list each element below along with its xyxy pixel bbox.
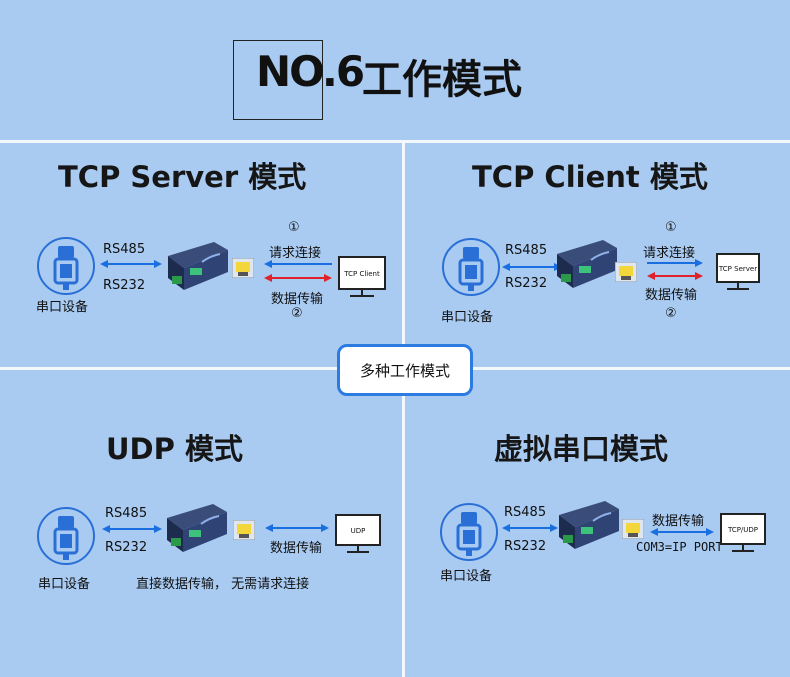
monitor-label: TCP Client [343, 270, 380, 278]
serial-device-icon [439, 502, 499, 562]
rs485-label: RS485 [103, 242, 146, 257]
step-2-marker: ② [665, 306, 677, 321]
serial-link-arrow [502, 524, 558, 532]
udp-note: 直接数据传输， 无需请求连接 [136, 577, 310, 592]
ethernet-port-icon [233, 520, 255, 540]
monitor-label: TCP Server [718, 265, 757, 273]
data-transfer-label: 数据传输 [652, 514, 705, 529]
serial-server-device [166, 503, 228, 553]
com-mapping-label: COM3=IP PORT [636, 540, 723, 554]
request-and-data-arrows [647, 259, 703, 280]
data-transfer-label: 数据传输 [270, 541, 323, 556]
serial-server-device [558, 500, 620, 550]
serial-link-arrow [100, 260, 162, 268]
udp-title: UDP 模式 [106, 432, 243, 466]
rs232-label: RS232 [103, 278, 146, 293]
ethernet-port-icon [622, 519, 644, 539]
rs485-label: RS485 [504, 505, 547, 520]
serial-link-arrow [102, 525, 162, 533]
monitor-icon: UDP [335, 514, 381, 553]
rs232-label: RS232 [504, 539, 547, 554]
serial-device-label: 串口设备 [441, 310, 494, 325]
serial-device-label: 串口设备 [38, 577, 91, 592]
serial-link-arrow [502, 263, 562, 271]
monitor-label: TCP/UDP [727, 526, 758, 534]
tcp-server-title: TCP Server 模式 [58, 160, 307, 194]
rs485-label: RS485 [105, 506, 148, 521]
serial-server-device [167, 241, 229, 291]
vertical-divider [402, 140, 405, 677]
monitor-label: UDP [351, 527, 366, 535]
serial-device-label: 串口设备 [36, 300, 89, 315]
step-1-marker: ① [288, 220, 300, 235]
top-divider [0, 140, 790, 143]
serial-device-icon [36, 506, 96, 566]
monitor-icon: TCP Client [338, 256, 386, 297]
ethernet-port-icon [232, 258, 254, 278]
serial-device-icon [36, 236, 96, 296]
request-connection-label: 请求连接 [643, 246, 696, 261]
section-number: NO.6 [256, 47, 365, 96]
ethernet-port-icon [615, 262, 637, 282]
title-frame [233, 40, 323, 120]
data-link-arrow [650, 528, 714, 536]
tcp-client-title: TCP Client 模式 [472, 160, 708, 194]
monitor-icon: TCP/UDP [720, 513, 766, 552]
serial-server-device [556, 239, 618, 289]
virtual-serial-title: 虚拟串口模式 [494, 432, 669, 466]
data-link-arrow [265, 524, 329, 532]
rs232-label: RS232 [105, 540, 148, 555]
serial-device-icon [441, 237, 501, 297]
multi-mode-badge: 多种工作模式 [337, 344, 473, 396]
rs485-label: RS485 [505, 243, 548, 258]
data-transfer-label: 数据传输 [271, 292, 324, 307]
step-1-marker: ① [665, 220, 677, 235]
page-title: 工作模式 [362, 57, 522, 103]
request-and-data-arrows [264, 260, 332, 282]
serial-device-label: 串口设备 [440, 569, 493, 584]
step-2-marker: ② [291, 306, 303, 321]
data-transfer-label: 数据传输 [645, 288, 698, 303]
rs232-label: RS232 [505, 276, 548, 291]
request-connection-label: 请求连接 [269, 246, 322, 261]
monitor-icon: TCP Server [716, 253, 760, 290]
